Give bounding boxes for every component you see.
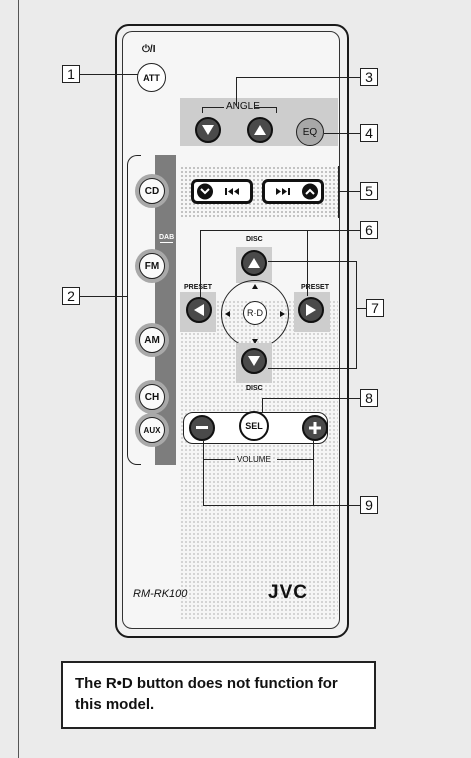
callout-line-7-bottom xyxy=(268,368,357,369)
source-button-aux[interactable]: AUX xyxy=(139,417,165,443)
volume-up-button[interactable] xyxy=(302,415,328,441)
callout-line-9-left xyxy=(203,441,204,506)
callout-3: 3 xyxy=(360,68,378,86)
triangle-up-icon xyxy=(254,125,266,135)
callout-bracket-2 xyxy=(127,155,141,465)
callout-line-2-join xyxy=(110,296,128,297)
power-label: ⏻/I xyxy=(142,44,156,55)
callout-7: 7 xyxy=(366,299,384,317)
preset-right-button[interactable] xyxy=(298,297,324,323)
triangle-down-icon xyxy=(248,356,260,366)
source-button-cd[interactable]: CD xyxy=(139,178,165,204)
callout-9: 9 xyxy=(360,496,378,514)
volume-label: VOLUME xyxy=(237,455,271,464)
angle-bracket-right-tick xyxy=(276,107,277,113)
triangle-up-icon xyxy=(248,258,260,268)
callout-line-2 xyxy=(80,296,110,297)
att-button[interactable]: ATT xyxy=(137,63,166,92)
dpad-arrows-icon xyxy=(225,284,285,344)
triangle-down-icon xyxy=(202,125,214,135)
skip-back-icon xyxy=(197,183,239,200)
preset-left-label: PRESET xyxy=(184,284,213,291)
callout-2: 2 xyxy=(62,287,80,305)
dab-label: DAB xyxy=(159,234,175,241)
preset-left-button[interactable] xyxy=(186,297,212,323)
callout-line-7-stub xyxy=(356,308,366,309)
callout-line-6 xyxy=(200,230,360,231)
angle-bracket-right xyxy=(255,107,277,108)
disc-down-button[interactable] xyxy=(241,348,267,374)
source-button-fm[interactable]: FM xyxy=(139,253,165,279)
angle-label: ANGLE xyxy=(226,101,260,112)
dab-underline xyxy=(160,242,173,243)
triangle-right-icon xyxy=(306,304,316,316)
callout-line-1 xyxy=(80,74,138,75)
callout-line-8 xyxy=(262,398,360,399)
disc-up-button[interactable] xyxy=(241,250,267,276)
skip-forward-icon xyxy=(276,183,318,200)
callout-line-6-left xyxy=(200,230,201,298)
angle-bracket-left-tick xyxy=(202,107,203,113)
eq-button[interactable]: EQ xyxy=(296,118,324,146)
callout-line-8-drop xyxy=(262,398,263,412)
callout-line-4 xyxy=(324,133,360,134)
callout-line-5-bracket xyxy=(338,166,339,218)
angle-bracket-left xyxy=(202,107,224,108)
volume-bracket-right xyxy=(277,459,313,460)
callout-5: 5 xyxy=(360,182,378,200)
callout-line-3 xyxy=(236,77,360,78)
callout-line-9-right xyxy=(313,441,314,506)
rd-note-box: The R•D button does not function for thi… xyxy=(61,661,376,729)
source-button-am[interactable]: AM xyxy=(139,327,165,353)
volume-down-button[interactable] xyxy=(189,415,215,441)
source-button-ch[interactable]: CH xyxy=(139,384,165,410)
triangle-left-icon xyxy=(194,304,204,316)
callout-1: 1 xyxy=(62,65,80,83)
angle-up-button[interactable] xyxy=(247,117,273,143)
callout-4: 4 xyxy=(360,124,378,142)
brand-logo: JVC xyxy=(268,582,308,603)
disc-top-label: DISC xyxy=(246,236,263,243)
skip-forward-button[interactable] xyxy=(262,179,324,204)
callout-line-7-top xyxy=(268,261,357,262)
minus-icon xyxy=(196,426,208,429)
page-border xyxy=(18,0,19,758)
callout-line-5 xyxy=(338,191,360,192)
callout-line-3-drop xyxy=(236,77,237,106)
preset-right-label: PRESET xyxy=(301,284,330,291)
model-label: RM-RK100 xyxy=(133,588,188,600)
callout-line-6-right xyxy=(307,230,308,296)
rd-button[interactable]: R·D xyxy=(243,301,267,325)
plus-icon xyxy=(309,422,321,434)
callout-line-9-bottom xyxy=(203,505,360,506)
sel-button[interactable]: SEL xyxy=(239,411,269,441)
angle-down-button[interactable] xyxy=(195,117,221,143)
callout-6: 6 xyxy=(360,221,378,239)
volume-bracket-left xyxy=(203,459,235,460)
callout-line-7-vertical xyxy=(356,261,357,369)
callout-8: 8 xyxy=(360,389,378,407)
disc-bottom-label: DISC xyxy=(246,385,263,392)
skip-back-button[interactable] xyxy=(191,179,253,204)
